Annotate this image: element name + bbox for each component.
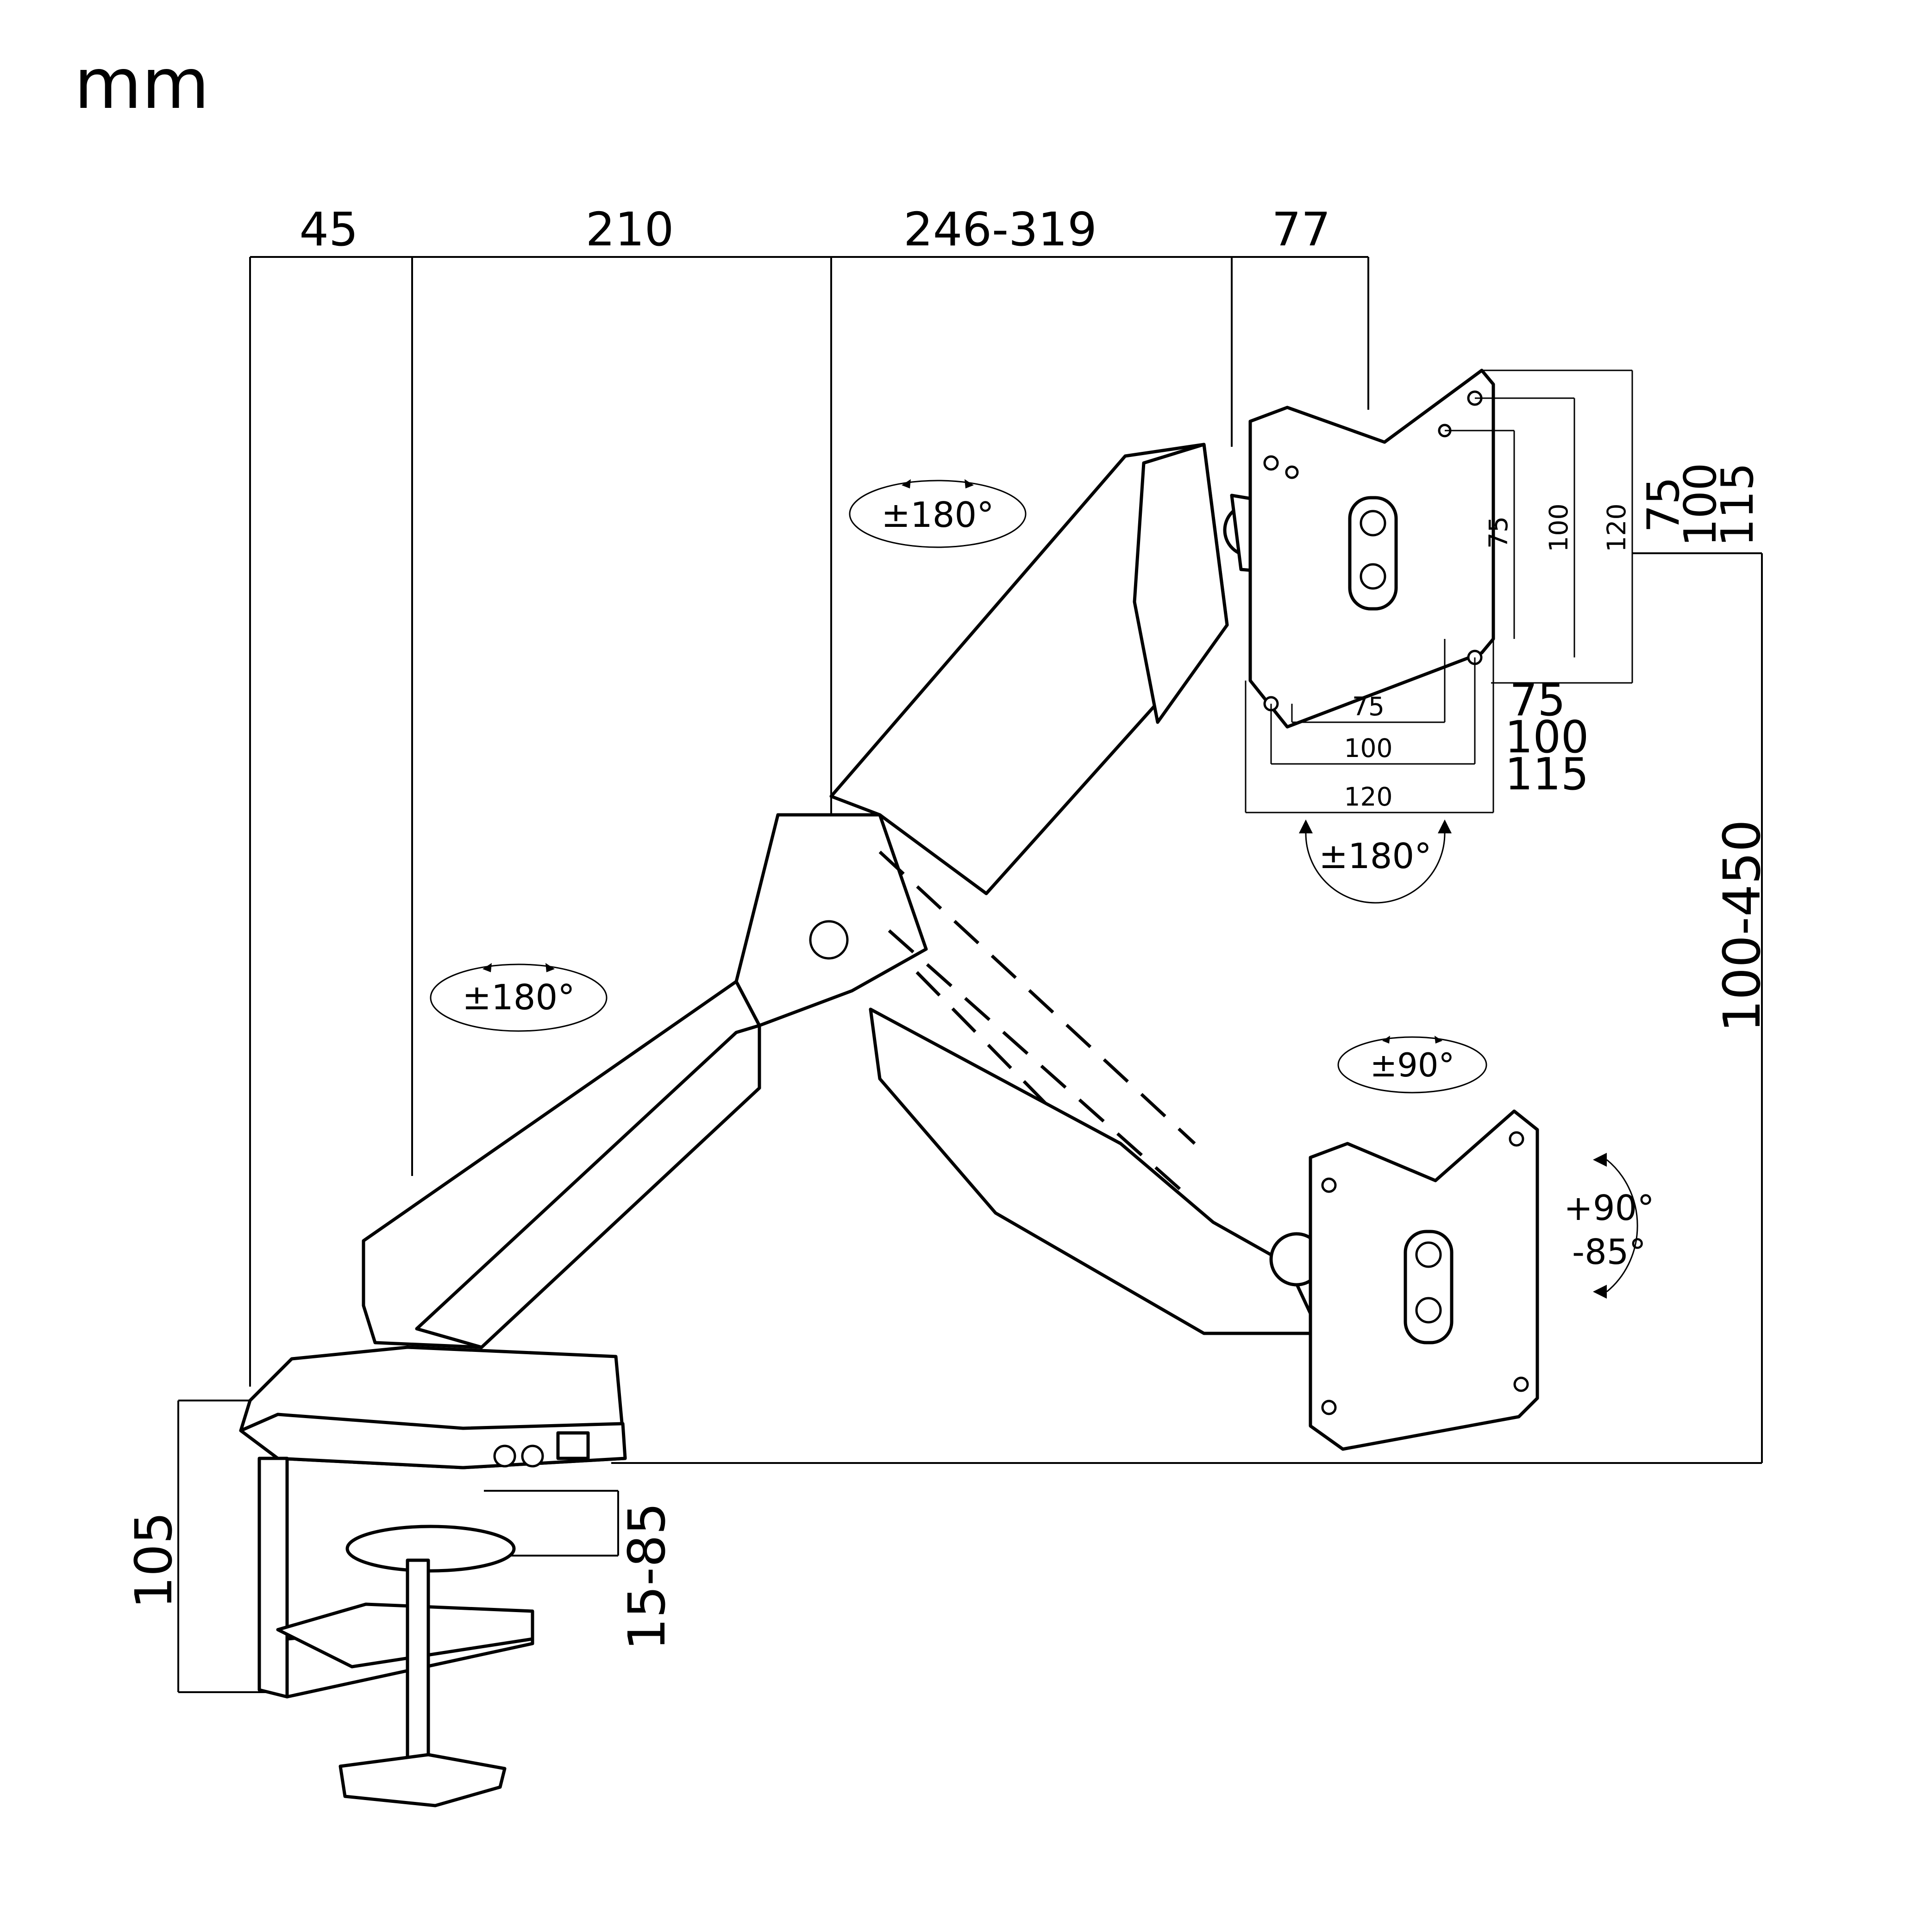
lower-arm (362, 813, 928, 1349)
rotation-elbow-label: ±180° (881, 494, 994, 535)
rotation-swivel-indicator (1337, 1036, 1487, 1094)
rotation-swivel-label: ±90° (1370, 1046, 1455, 1084)
dim-vesa-h-120-inner: 120 (1344, 782, 1393, 812)
dim-246-319: 246-319 (903, 202, 1097, 256)
dim-45: 45 (299, 202, 358, 256)
dim-vesa-v-115: 115 (1712, 463, 1763, 546)
top-dimension-lines (249, 256, 1369, 1387)
dim-77: 77 (1272, 202, 1330, 256)
lowered-arm-outline (869, 850, 1324, 1335)
dim-vesa-v-120-inner: 120 (1602, 504, 1631, 552)
unit-label: mm (74, 44, 210, 125)
dim-vesa-v-100: 100 (1675, 463, 1726, 546)
dim-vesa-h-100-inner: 100 (1344, 733, 1393, 763)
dim-210: 210 (586, 202, 674, 256)
rotation-elbow-indicator (849, 479, 1027, 548)
vesa-dimension-lines (1245, 369, 1633, 813)
rotation-head-indicator (1299, 819, 1452, 904)
dim-vesa-v-75-inner: 75 (1484, 516, 1513, 549)
vesa-plate-upper (1248, 369, 1495, 729)
clamp-dimension-lines (177, 1400, 619, 1693)
dim-15-85: 15-85 (617, 1502, 677, 1651)
height-dimension-lines (611, 552, 1763, 1464)
rotation-base-indicator (430, 963, 608, 1032)
dim-vesa-h-100: 100 (1505, 712, 1589, 763)
dim-vesa-v-100-inner: 100 (1544, 504, 1573, 552)
dim-105: 105 (124, 1512, 183, 1609)
dim-vesa-h-75: 75 (1510, 675, 1566, 726)
rotation-tilt-down-label: -85° (1572, 1232, 1646, 1272)
dim-vesa-h-75-inner: 75 (1352, 692, 1385, 721)
vesa-plate-lower (1309, 1109, 1539, 1451)
rotation-head-label: ±180° (1319, 836, 1432, 876)
dim-vesa-h-115: 115 (1505, 749, 1589, 800)
rotation-tilt-up-label: +90° (1564, 1188, 1654, 1228)
dim-vesa-v-75: 75 (1638, 477, 1689, 533)
dim-100-450: 100-450 (1712, 819, 1772, 1032)
desk-clamp (239, 1345, 627, 1807)
rotation-tilt-indicator (1593, 1153, 1638, 1299)
rotation-base-label: ±180° (462, 977, 575, 1018)
